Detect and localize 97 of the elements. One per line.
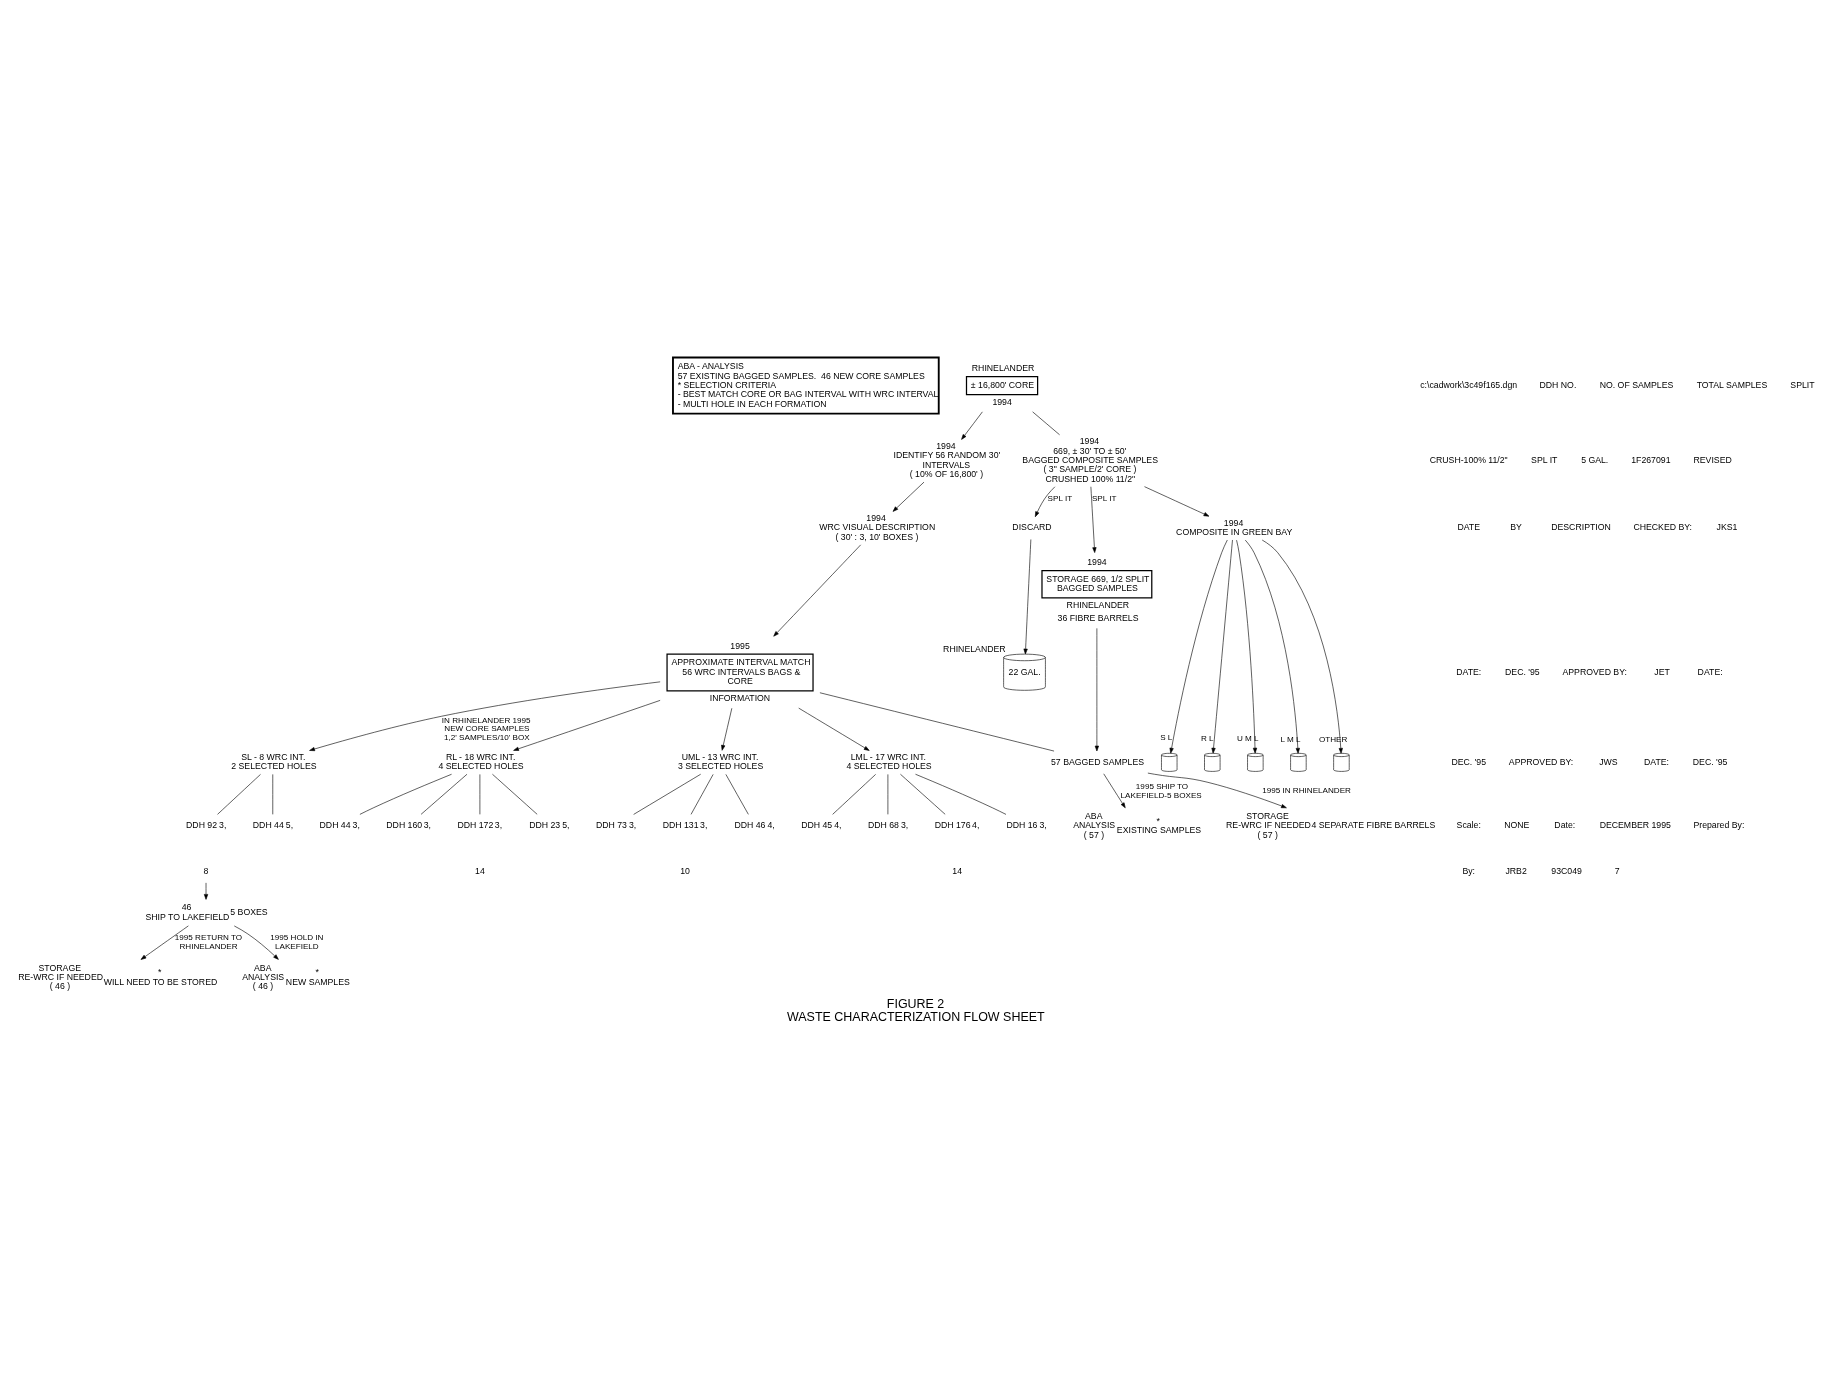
node-label: 3, — [218, 820, 226, 831]
label: DESCRIPTION — [1550, 522, 1611, 533]
node-text: DDH 131 — [662, 820, 699, 831]
node-text: DDH 44 — [252, 820, 284, 831]
label: CHECKED BY: — [1632, 522, 1692, 533]
label: Date: — [1553, 820, 1575, 830]
label: APPROVED BY: — [1561, 666, 1627, 677]
label: JKS1 — [1716, 522, 1737, 533]
label: DECEMBER 1995 — [1599, 820, 1671, 830]
label: SPL IT — [1530, 455, 1557, 466]
label: BY — [1509, 522, 1522, 533]
node-label: 3, — [494, 820, 502, 831]
node-text: DDH 46 — [733, 820, 765, 831]
label: Prepared By: — [1692, 820, 1744, 830]
node-text: ABA ANALYSIS ( 57 ) — [1072, 810, 1115, 840]
node-label: INFORMATION — [709, 693, 770, 704]
node-label: 5, — [285, 820, 293, 831]
label: NO. OF SAMPLES — [1599, 379, 1673, 390]
node-label: 3, — [699, 820, 707, 831]
node-label: 3, — [1038, 820, 1047, 831]
node-label: RHINELANDER — [1066, 600, 1129, 611]
node-label: 36 FIBRE BARRELS — [1057, 613, 1138, 624]
node-text: ABA ANALYSIS ( 46 ) — [241, 962, 284, 992]
node-text: RL - 18 WRC INT. 4 SELECTED HOLES — [437, 752, 524, 772]
node-label: 4, — [833, 820, 842, 831]
node-label: NEW SAMPLES — [285, 976, 350, 987]
node-label: 5 BOXES — [229, 907, 268, 918]
label: 5 GAL. — [1580, 455, 1608, 466]
node-text: 14 — [474, 865, 485, 876]
node-label: * — [315, 967, 319, 978]
node-text: STORAGE RE-WRC IF NEEDED ( 46 ) — [17, 962, 103, 992]
node-label: 4, — [971, 820, 979, 831]
node-text: DDH 160 — [385, 820, 422, 831]
label: NONE — [1503, 820, 1529, 830]
node-text: LML - 17 WRC INT. 4 SELECTED HOLES — [845, 752, 932, 772]
node-label: 3, — [423, 820, 431, 831]
label: DATE: — [1455, 666, 1481, 677]
label: JWS — [1598, 756, 1618, 767]
node-label: EXISTING SAMPLES — [1116, 824, 1201, 835]
node-label: RHINELANDER — [971, 363, 1034, 374]
caption: WASTE CHARACTERIZATION FLOW SHEET — [786, 1010, 1045, 1025]
node-text: DDH 16 — [1005, 820, 1037, 831]
node-text: DISCARD — [1011, 522, 1052, 533]
label: 93C049 — [1550, 865, 1582, 876]
label: DATE: — [1643, 756, 1669, 767]
node-label: 4, — [766, 820, 775, 831]
node-label: WILL NEED TO BE STORED — [103, 976, 217, 987]
label: DEC. '95 — [1504, 666, 1540, 677]
node-label: 4 SEPARATE FIBRE BARRELS — [1310, 820, 1435, 831]
label: Scale: — [1456, 820, 1481, 830]
node-text: STORAGE RE-WRC IF NEEDED ( 57 ) — [1225, 810, 1311, 840]
label: JRB2 — [1504, 865, 1527, 876]
node-label: 3, — [628, 820, 636, 831]
node-text: UML - 13 WRC INT. 3 SELECTED HOLES — [677, 752, 763, 772]
node-label: * — [157, 967, 161, 978]
label: 1F267091 — [1630, 455, 1671, 466]
label: c:\cadwork\3c49f165.dgn — [1419, 379, 1517, 390]
label: CRUSH-100% 11/2" — [1429, 455, 1508, 466]
label: 7 — [1614, 865, 1620, 876]
node-label: 5, — [561, 820, 570, 831]
node-text: 46 SHIP TO LAKEFIELD — [145, 902, 229, 922]
node-text: 10 — [679, 865, 690, 876]
node-text: DDH 172 — [456, 820, 493, 831]
node-text: DDH 44 — [319, 820, 351, 831]
node-text: 1994 IDENTIFY 56 RANDOM 30' INTERVALS ( 10% OF 16,800' ) — [893, 441, 1000, 480]
node-text: DDH 45 — [800, 820, 832, 831]
label: DEC. '95 — [1692, 756, 1727, 767]
label: TOTAL SAMPLES — [1696, 379, 1767, 390]
node-text: 57 BAGGED SAMPLES — [1050, 756, 1144, 767]
node-label: 3, — [352, 820, 360, 831]
label: DEC. '95 — [1450, 756, 1486, 767]
label: By: — [1461, 865, 1475, 876]
node-label: 1995 — [729, 640, 750, 651]
label: SPLIT — [1789, 379, 1815, 390]
node-text: DDH 68 — [867, 820, 899, 831]
label: DATE: — [1697, 666, 1723, 677]
node-text: DDH 176 — [934, 820, 971, 831]
node-text: 1994 COMPOSITE IN GREEN BAY — [1175, 517, 1292, 538]
node-label: 1994 — [1086, 557, 1107, 568]
node-text: 14 — [951, 865, 962, 876]
label: JET — [1653, 666, 1670, 677]
diagram-title: FIGURE 2 — [886, 996, 944, 1011]
node-text: 1994 WRC VISUAL DESCRIPTION ( 30' : 3, 10' BOXES ) — [818, 513, 935, 542]
node-label: 3, — [900, 820, 908, 831]
label: DATE — [1456, 522, 1480, 533]
node-text: DDH 73 — [595, 820, 627, 831]
node-label: RHINELANDER — [942, 643, 1006, 654]
label: APPROVED BY: — [1508, 756, 1573, 767]
label: REVISED — [1692, 455, 1732, 466]
node-text: 1994 669, ± 30' TO ± 50' BAGGED COMPOSITE SAMPLES ( 3" SAMPLE/2' CORE ) CRUSHED 100% 11/2" — [1021, 436, 1158, 484]
node-text: 8 — [203, 865, 208, 876]
node-text: SL - 8 WRC INT. 2 SELECTED HOLES — [230, 752, 317, 772]
node-label: * — [1155, 815, 1160, 826]
node-text: DDH 92 — [185, 820, 217, 831]
node-label: 1994 — [991, 396, 1012, 407]
label: DDH NO. — [1539, 379, 1576, 390]
node-text: DDH 23 — [528, 820, 560, 831]
